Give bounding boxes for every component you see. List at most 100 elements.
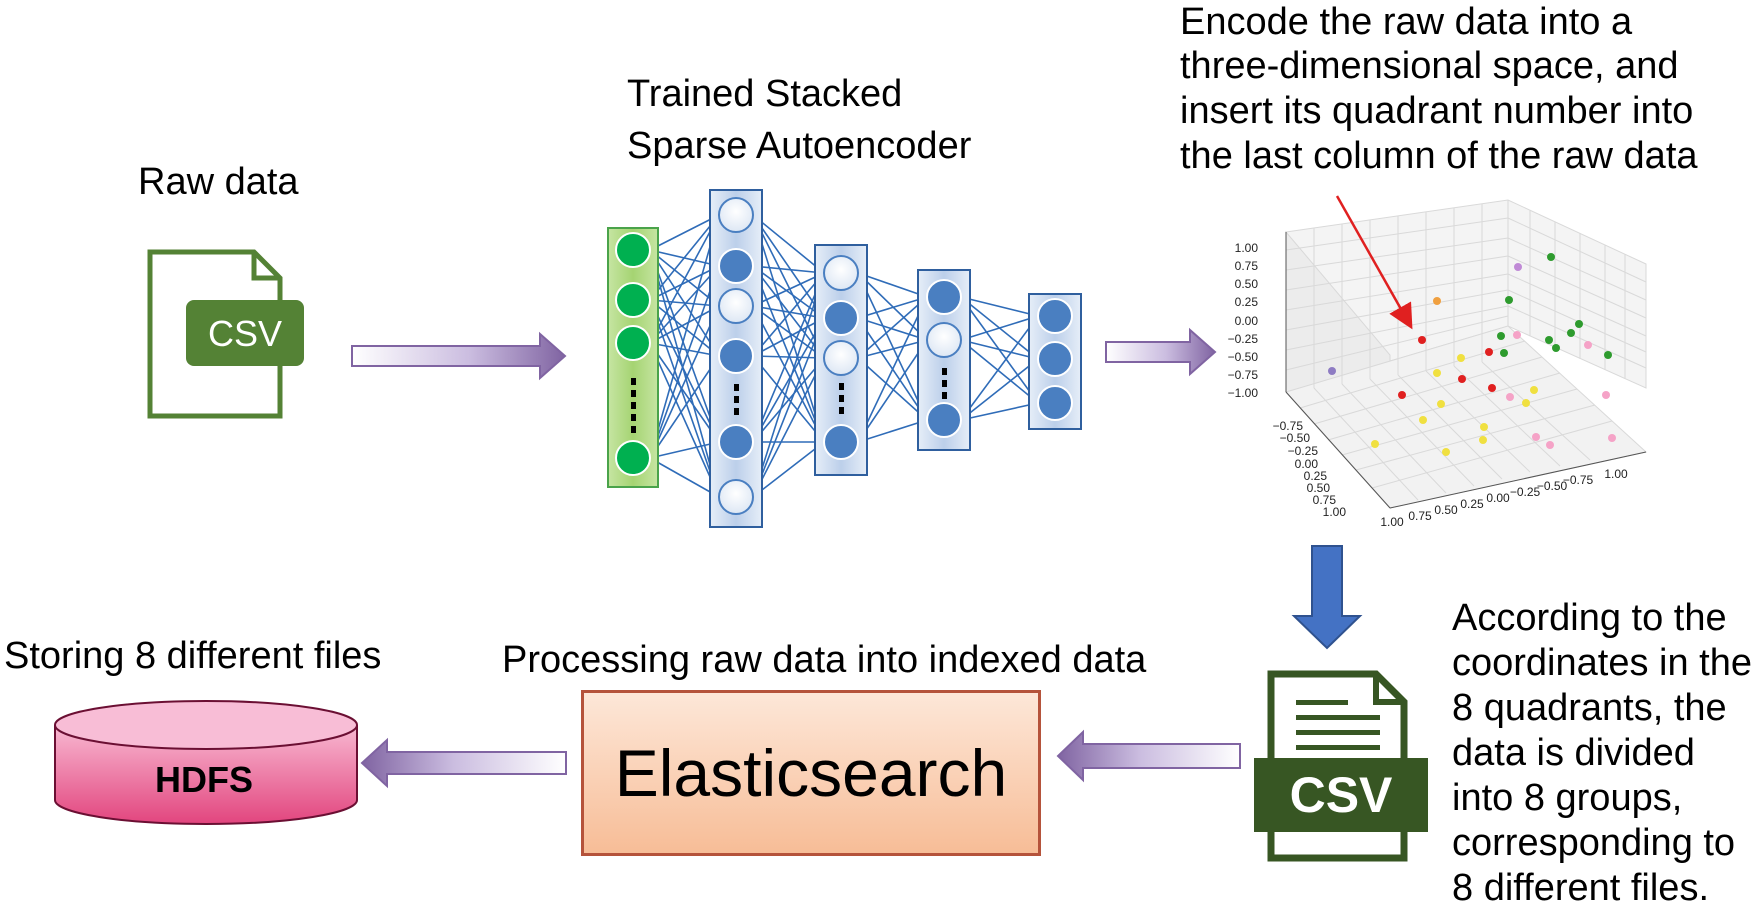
z-tick: −0.50: [1228, 350, 1259, 364]
network-edge: [752, 265, 825, 274]
network-edge: [960, 402, 1039, 421]
scatter-points: [1328, 253, 1616, 456]
network-edge: [857, 272, 928, 421]
hdfs-cylinder: HDFS: [54, 700, 358, 825]
scatter-point: [1433, 297, 1441, 305]
scatter-point: [1479, 436, 1487, 444]
encode-text-line1: Encode the raw data into a: [1180, 1, 1633, 43]
network-edge: [752, 214, 825, 359]
scatter-point: [1485, 348, 1493, 356]
raw-data-label: Raw data: [138, 161, 299, 203]
network-edge: [649, 305, 720, 459]
network-node: [718, 197, 754, 233]
x-tick: 0.00: [1486, 491, 1510, 505]
autoencoder-network: [607, 189, 1082, 528]
network-edge: [752, 272, 825, 443]
according-text-line2: coordinates in the: [1452, 642, 1752, 684]
scatter-point: [1437, 400, 1445, 408]
network-node: [823, 255, 859, 291]
network-node: [718, 288, 754, 324]
network-edge: [752, 265, 825, 443]
plot-grid: [1285, 199, 1648, 510]
scatter-point: [1514, 263, 1522, 271]
x-tick: 1.00: [1604, 467, 1628, 481]
scatter-point: [1419, 416, 1427, 424]
plot-tick-labels: 1.00 0.75 0.50 0.25 0.00 −0.25 −0.50 −0.…: [1228, 241, 1628, 529]
network-node: [823, 340, 859, 376]
network-edge: [649, 342, 720, 498]
3d-scatter-plot: 1.00 0.75 0.50 0.25 0.00 −0.25 −0.50 −0.…: [1228, 195, 1648, 529]
network-edges: [649, 214, 1039, 498]
network-edge: [649, 214, 720, 344]
scatter-point: [1505, 296, 1513, 304]
scatter-point: [1532, 433, 1540, 441]
scatter-point: [1602, 391, 1610, 399]
scatter-point: [1546, 441, 1554, 449]
scatter-point: [1458, 375, 1466, 383]
scatter-point: [1552, 344, 1560, 352]
plot-axes: [1285, 232, 1647, 509]
network-node: [615, 282, 651, 318]
scatter-point: [1604, 351, 1612, 359]
z-tick: 1.00: [1235, 241, 1259, 255]
x-tick: 0.75: [1408, 509, 1432, 523]
network-edge: [649, 299, 720, 357]
network-node: [926, 402, 962, 438]
network-edge: [649, 265, 720, 459]
network-edge: [752, 357, 825, 498]
network-edge: [960, 296, 1039, 317]
network-node: [1037, 341, 1073, 377]
z-tick: 0.25: [1235, 295, 1259, 309]
encode-text-line4: the last column of the raw data: [1180, 135, 1698, 177]
network-edge: [857, 419, 928, 443]
network-edge: [857, 296, 928, 359]
according-text-line1: According to the: [1452, 597, 1727, 639]
network-node: [823, 300, 859, 336]
network-edge: [857, 272, 928, 341]
network-node: [615, 232, 651, 268]
y-tick: 0.25: [1304, 469, 1328, 483]
scatter-point: [1584, 341, 1592, 349]
network-edge: [857, 317, 928, 341]
network-node: [926, 279, 962, 315]
processing-label: Processing raw data into indexed data: [502, 639, 1147, 681]
x-tick: −0.75: [1563, 473, 1594, 487]
network-edge: [752, 214, 825, 443]
network-edge: [649, 305, 720, 344]
network-edge: [752, 305, 825, 319]
network-edge: [960, 339, 1039, 360]
y-tick: 0.00: [1295, 457, 1319, 471]
network-edge: [752, 272, 825, 357]
network-edge: [960, 339, 1039, 404]
z-tick: −0.75: [1228, 368, 1259, 382]
according-text-line5: into 8 groups,: [1452, 777, 1683, 819]
autoencoder-title-line2: Sparse Autoencoder: [627, 125, 972, 167]
z-tick: −1.00: [1228, 386, 1259, 400]
network-edge: [649, 214, 720, 251]
csv-label-bottom: CSV: [1290, 767, 1393, 823]
network-edge: [857, 296, 928, 443]
scatter-point: [1371, 440, 1379, 448]
network-edge: [752, 272, 825, 498]
network-edge: [752, 317, 825, 443]
network-node: [718, 479, 754, 515]
network-node: [615, 440, 651, 476]
y-tick: 0.50: [1307, 481, 1331, 495]
network-node: [718, 424, 754, 460]
network-edge: [857, 272, 928, 298]
x-tick: 0.50: [1434, 503, 1458, 517]
network-edge: [649, 265, 720, 301]
y-tick: −0.75: [1273, 419, 1304, 433]
network-edge: [960, 358, 1039, 421]
network-edge: [960, 315, 1039, 341]
scatter-point: [1513, 331, 1521, 339]
according-text-line7: 8 different files.: [1452, 867, 1710, 909]
x-tick: −0.25: [1510, 485, 1541, 499]
csv-file-icon-top: CSV: [147, 249, 304, 419]
z-tick: −0.25: [1228, 332, 1259, 346]
scatter-point: [1328, 367, 1336, 375]
y-tick: −0.25: [1288, 444, 1319, 458]
network-edge: [649, 214, 720, 301]
network-edge: [649, 299, 720, 307]
